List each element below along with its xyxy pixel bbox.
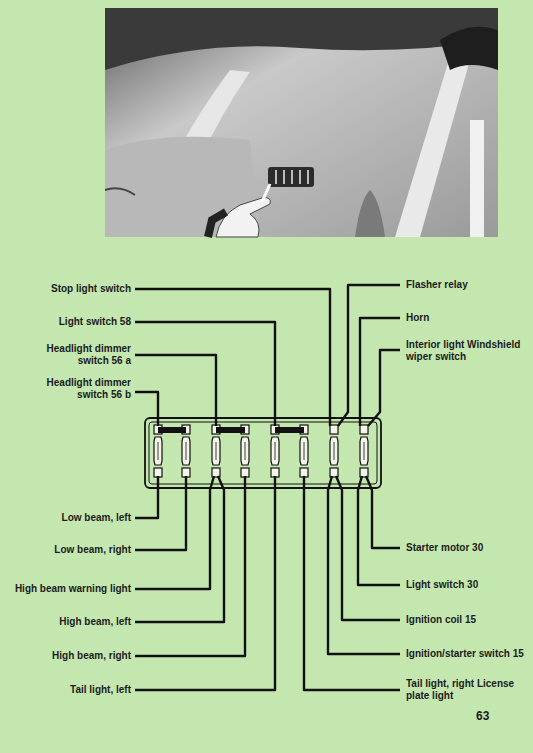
- circuit-label: Headlight dimmer switch 56 b: [36, 377, 131, 401]
- circuit-label: Low beam, right: [54, 544, 131, 556]
- fuse-terminal: [241, 468, 249, 477]
- fuse: [330, 437, 338, 465]
- circuit-label: Low beam, left: [62, 512, 131, 524]
- fuse-terminal: [212, 468, 220, 477]
- circuit-label: Starter motor 30: [406, 542, 483, 554]
- circuit-label: Light switch 30: [406, 579, 478, 591]
- circuit-label: Interior light Windshield wiper switch: [406, 339, 530, 363]
- fuse-terminal: [182, 468, 190, 477]
- fuse-terminal: [271, 468, 279, 477]
- fuse: [300, 437, 308, 465]
- fuse-wire: [216, 442, 217, 460]
- fuse-wire: [275, 442, 276, 460]
- page-number: 63: [476, 709, 489, 723]
- fuse-terminal: [360, 468, 368, 477]
- fuse: [154, 437, 162, 465]
- fuse-wire: [245, 442, 246, 460]
- photo: [105, 8, 498, 237]
- fuse-wire: [186, 442, 187, 460]
- wires: [135, 285, 400, 690]
- fuse-terminal: [154, 468, 162, 477]
- fuse-terminal: [360, 425, 368, 434]
- circuit-label: Light switch 58: [59, 316, 131, 328]
- fuse-bridges: [158, 427, 304, 433]
- fuse-box: [145, 418, 381, 488]
- fuse-terminal: [330, 425, 338, 434]
- circuit-label: Stop light switch: [51, 283, 131, 295]
- circuit-label: Flasher relay: [406, 279, 468, 291]
- circuit-label: Tail light, left: [70, 684, 131, 696]
- fuse: [271, 437, 279, 465]
- fuse-wire: [364, 442, 365, 460]
- circuit-label: High beam, left: [59, 616, 131, 628]
- circuit-label: Tail light, right License plate light: [406, 678, 516, 702]
- fuse: [182, 437, 190, 465]
- fuse-wire: [158, 442, 159, 460]
- circuit-label: High beam, right: [52, 650, 131, 662]
- circuit-label: Ignition coil 15: [406, 614, 476, 626]
- fuse-terminal: [300, 468, 308, 477]
- fuse-wire: [304, 442, 305, 460]
- fuse-row: [154, 425, 368, 477]
- circuit-label: High beam warning light: [15, 583, 131, 595]
- circuit-label: Headlight dimmer switch 56 a: [36, 343, 131, 367]
- fuse: [360, 437, 368, 465]
- fuse: [212, 437, 220, 465]
- fuse-terminal: [330, 468, 338, 477]
- fuse-wire: [334, 442, 335, 460]
- circuit-label: Ignition/starter switch 15: [406, 648, 524, 660]
- circuit-label: Horn: [406, 312, 429, 324]
- fuse: [241, 437, 249, 465]
